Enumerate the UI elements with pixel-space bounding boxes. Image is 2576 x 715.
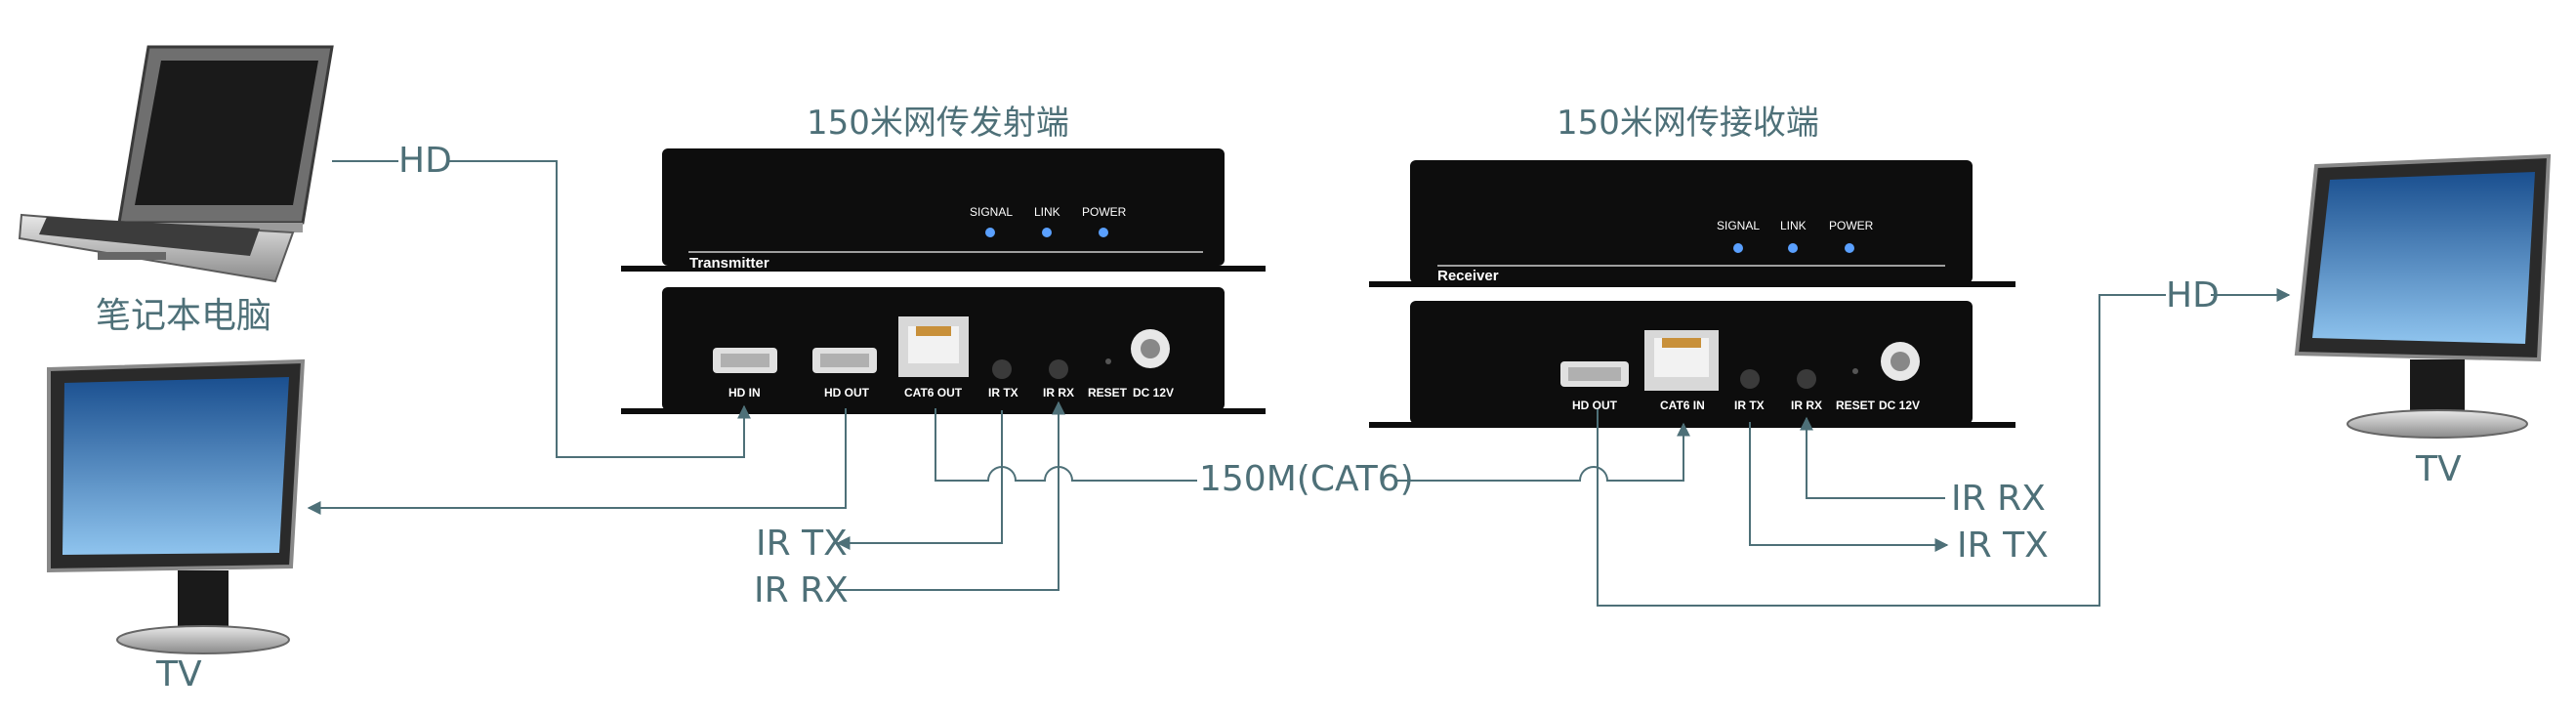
receiver-back-panel xyxy=(1369,301,2015,428)
transmitter-back-panel xyxy=(621,287,1266,414)
ir-tx-line-right xyxy=(1749,422,1949,552)
rx-port-reset: RESET xyxy=(1836,399,1876,412)
receiver-top-panel xyxy=(1369,160,2015,287)
ir-tx-line-left xyxy=(836,410,1003,550)
ir-rx-label-right: IR RX xyxy=(1951,479,2046,519)
cat6-line-right xyxy=(1394,422,1690,482)
laptop-label: 笔记本电脑 xyxy=(96,296,272,336)
tx-port-dc12v: DC 12V xyxy=(1133,386,1175,400)
tv-right-label: TV xyxy=(2416,449,2462,489)
tx-port-ir-tx: IR TX xyxy=(988,386,1018,400)
cat6-line-left xyxy=(935,408,1197,482)
hd-in-line xyxy=(449,160,751,458)
tx-led-signal-label: SIGNAL xyxy=(970,205,1014,219)
tx-port-hd-in: HD IN xyxy=(728,386,761,400)
rx-led-power-label: POWER xyxy=(1829,219,1874,232)
tx-port-reset: RESET xyxy=(1088,386,1128,400)
receiver-brand: Receiver xyxy=(1437,268,1499,284)
rx-port-ir-rx: IR RX xyxy=(1791,399,1823,412)
rx-port-ir-tx: IR TX xyxy=(1734,399,1765,412)
ir-rx-label-left: IR RX xyxy=(754,570,849,610)
hd-label-left: HD xyxy=(398,141,452,181)
tx-port-ir-rx: IR RX xyxy=(1043,386,1075,400)
ir-rx-line-left xyxy=(838,400,1065,591)
ir-tx-label-right: IR TX xyxy=(1957,526,2049,566)
tx-led-power-label: POWER xyxy=(1082,205,1127,219)
laptop-icon xyxy=(18,45,334,283)
tv-left-icon xyxy=(47,358,306,654)
rx-led-link-label: LINK xyxy=(1780,219,1807,232)
receiver-title: 150米网传接收端 xyxy=(1557,104,1819,143)
tv-left-label: TV xyxy=(156,654,202,694)
rx-port-dc12v: DC 12V xyxy=(1879,399,1921,412)
tx-port-cat6-out: CAT6 OUT xyxy=(904,386,963,400)
hd-line-receiver xyxy=(1597,294,2166,607)
ir-rx-line-right xyxy=(1800,416,1945,499)
connection-lines xyxy=(307,160,2291,607)
rx-port-hd-out: HD OUT xyxy=(1572,399,1617,412)
tx-port-hd-out: HD OUT xyxy=(824,386,869,400)
tx-led-link-label: LINK xyxy=(1034,205,1060,219)
rx-port-cat6-in: CAT6 IN xyxy=(1660,399,1705,412)
transmitter-top-panel xyxy=(621,148,1266,272)
rx-led-signal-label: SIGNAL xyxy=(1717,219,1761,232)
cable-label: 150M(CAT6) xyxy=(1199,459,1414,499)
ir-tx-label-left: IR TX xyxy=(756,524,848,564)
transmitter-title: 150米网传发射端 xyxy=(807,104,1069,143)
transmitter-brand: Transmitter xyxy=(689,255,769,272)
hd-label-right: HD xyxy=(2166,275,2220,315)
tv-right-icon xyxy=(2294,153,2552,439)
hd-out-line xyxy=(307,408,847,515)
